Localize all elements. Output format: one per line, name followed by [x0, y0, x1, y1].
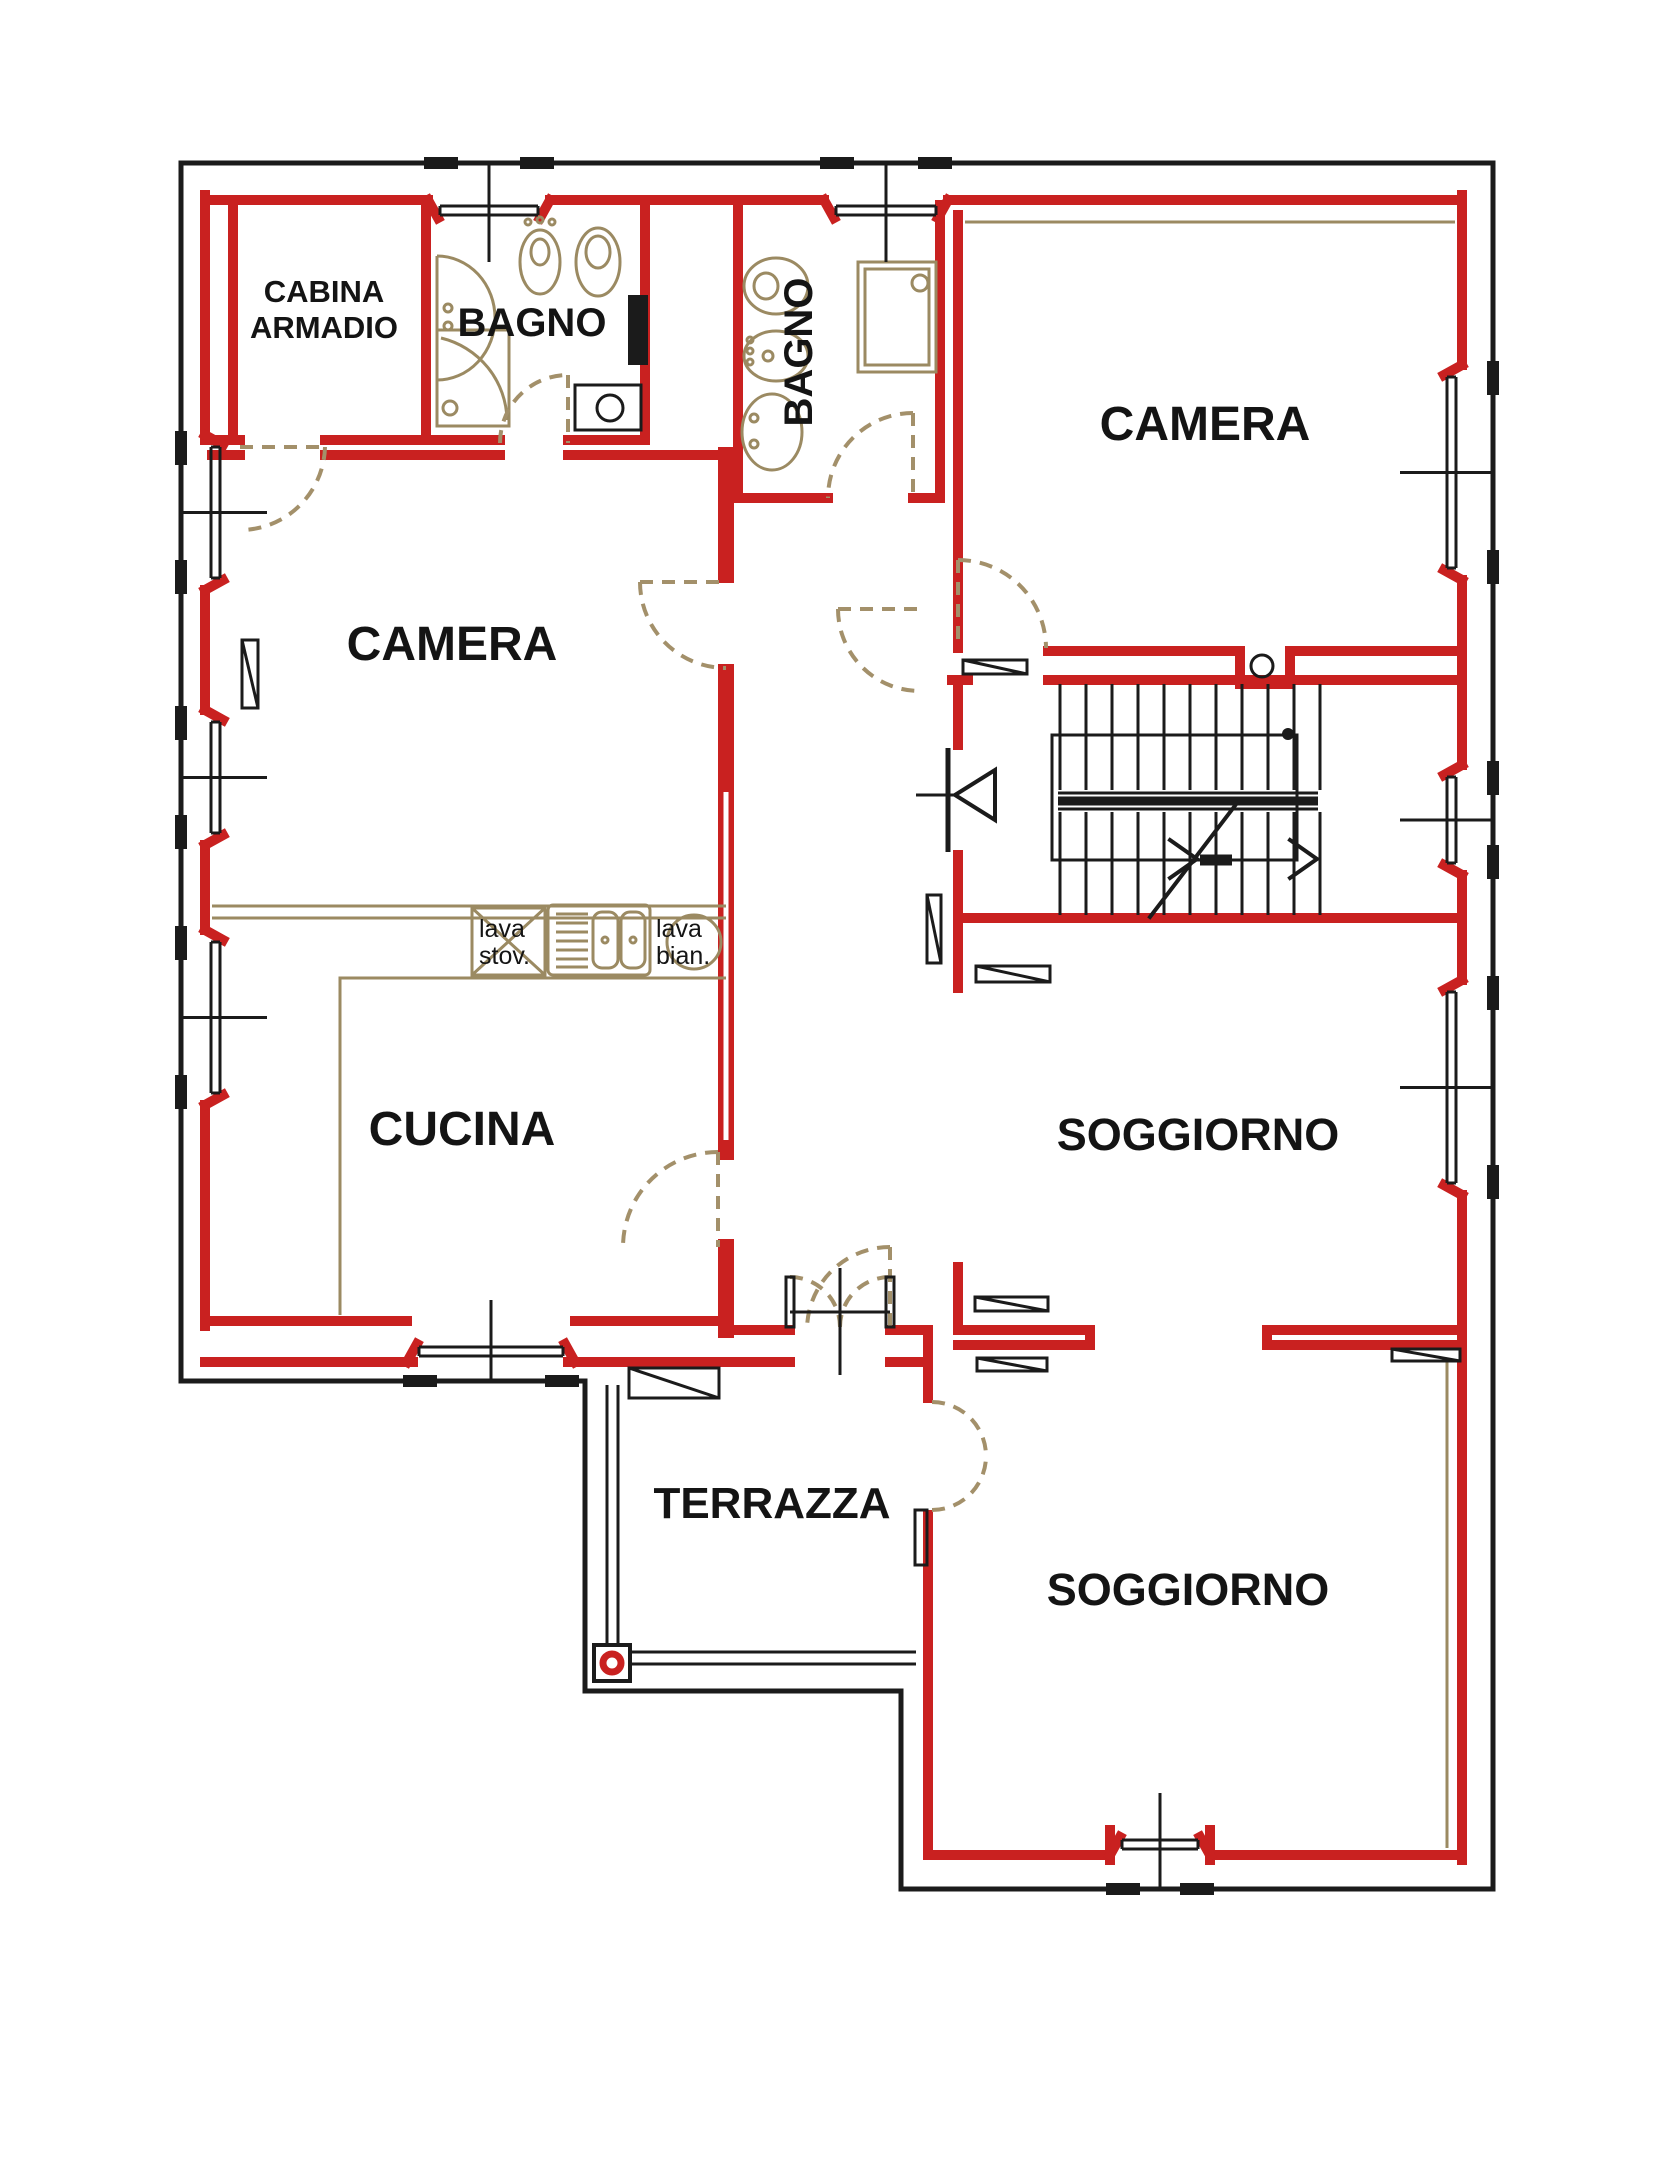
door-cucina — [621, 1150, 720, 1248]
window-sill — [1487, 550, 1499, 584]
window-symbol — [820, 157, 952, 262]
door-cabina — [239, 445, 327, 532]
window-symbol — [424, 157, 554, 262]
window-sill — [1487, 976, 1499, 1010]
room-label-camera-right: CAMERA — [1100, 398, 1311, 451]
kitchen-sink — [546, 903, 652, 977]
window-sill — [175, 926, 187, 960]
door-camera-left — [638, 580, 727, 670]
door-bagno2 — [826, 411, 915, 499]
window-sill — [424, 157, 458, 169]
dishwasher-box — [470, 906, 547, 977]
room-label-cucina: CUCINA — [369, 1103, 556, 1156]
windows — [175, 157, 1499, 1895]
door-camera-right — [956, 558, 1048, 649]
room-labels: CABINA ARMADIO BAGNO BAGNO CAMERA CAMERA… — [250, 274, 1339, 1615]
window-sill — [1180, 1883, 1214, 1895]
window-sill — [403, 1375, 437, 1387]
window-sill — [820, 157, 854, 169]
room-label-terrazza: TERRAZZA — [653, 1479, 890, 1528]
door-bagno1 — [498, 373, 570, 444]
washing-machine — [665, 913, 723, 971]
room-label-soggiorno-upper: SOGGIORNO — [1057, 1109, 1340, 1160]
entrance-door-symbol — [916, 748, 997, 852]
label-lava-stov-line1: lava — [479, 915, 525, 943]
bathroom-cabinet — [628, 295, 648, 365]
window-sill — [520, 157, 554, 169]
window-sill — [1487, 1165, 1499, 1199]
window-sill — [1487, 761, 1499, 795]
window-symbol — [1400, 361, 1499, 584]
window-sill — [1487, 361, 1499, 395]
room-label-camera-left: CAMERA — [347, 618, 558, 671]
label-lava-bian-line1: lava — [656, 915, 702, 943]
window-sill — [1106, 1883, 1140, 1895]
room-label-bagno2: BAGNO — [777, 278, 821, 427]
boiler — [1249, 653, 1275, 679]
window-symbol — [403, 1300, 579, 1387]
window-sill — [545, 1375, 579, 1387]
room-label-cabina-line1: CABINA — [264, 274, 385, 309]
window-sill — [175, 815, 187, 849]
window-symbol — [1400, 761, 1499, 879]
window-symbol — [1106, 1793, 1214, 1895]
door-hall — [836, 607, 921, 693]
building-outline — [178, 160, 1496, 1892]
room-label-soggiorno-lower: SOGGIORNO — [1047, 1564, 1330, 1615]
window-sill — [918, 157, 952, 169]
window-sill — [175, 706, 187, 740]
door-leaves-black — [784, 1268, 929, 1567]
room-label-bagno1: BAGNO — [458, 301, 607, 345]
walls — [198, 190, 1469, 1865]
partitions-and-counter — [212, 220, 1455, 1848]
window-symbol — [175, 926, 267, 1109]
window-sill — [175, 560, 187, 594]
window-symbol — [1400, 976, 1499, 1199]
window-sill — [1487, 845, 1499, 879]
radiator-symbols — [240, 638, 1462, 1400]
door-soggiorno-lower — [931, 1400, 988, 1512]
label-lava-bian-line2: bian. — [656, 942, 710, 970]
pillar-red-ring — [599, 1650, 625, 1676]
staircase — [1050, 684, 1322, 920]
label-lava-stov-line2: stov. — [479, 942, 530, 970]
window-sill — [175, 1075, 187, 1109]
bagno2-fixtures — [740, 256, 938, 472]
terrace-railing — [592, 1385, 916, 1683]
window-sill — [175, 431, 187, 465]
bagno1-fixtures — [435, 215, 648, 432]
window-symbol — [175, 706, 267, 849]
room-label-cabina-line2: ARMADIO — [250, 310, 398, 345]
window-symbol — [175, 431, 267, 594]
washbasin-cabinet — [573, 383, 643, 432]
